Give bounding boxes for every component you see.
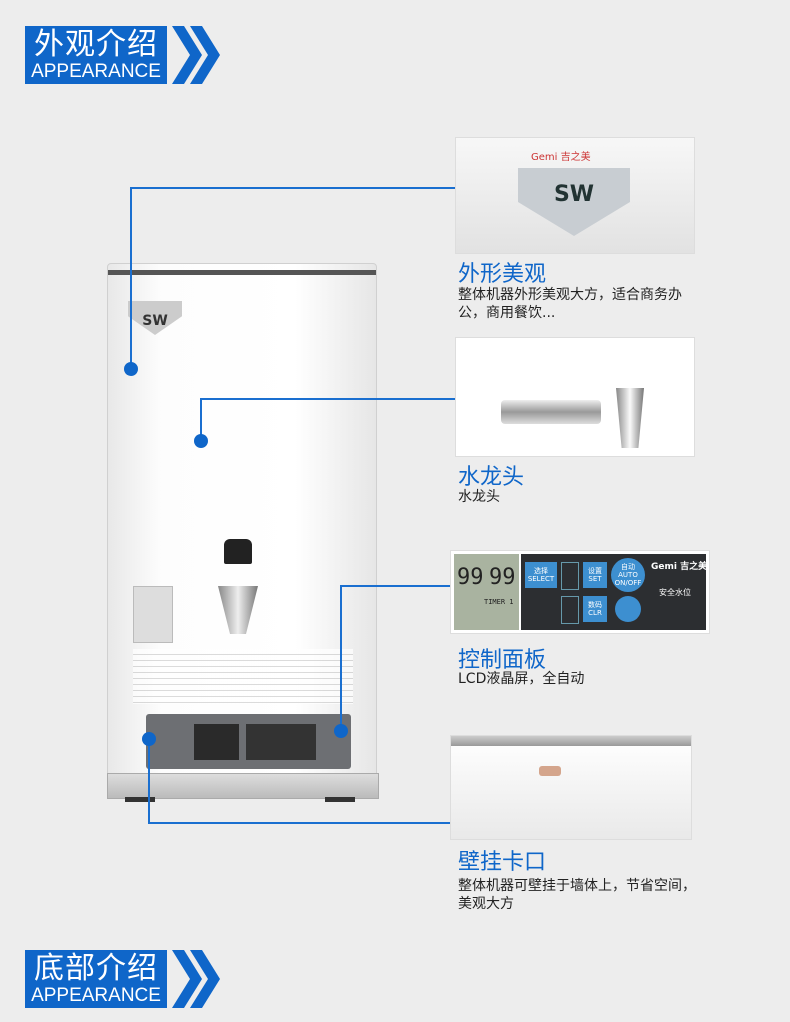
section-title-cn: 外观介绍 [34, 27, 158, 62]
feature-title: 壁挂卡口 [458, 850, 547, 875]
set-button[interactable]: 设置 SET [583, 562, 607, 588]
feature-title: 控制面板 [458, 648, 547, 673]
top-edge [451, 736, 691, 746]
auto-button[interactable]: 自动 AUTO ON/OFF [611, 558, 645, 592]
feature-desc: 整体机器可壁挂于墙体上，节省空间，美观大方 [458, 878, 696, 912]
brand-logo: SW [128, 301, 182, 335]
section-header-appearance: 外观介绍 APPEARANCE [25, 26, 167, 84]
button-panel: 选择 SELECT 设置 SET 自动 AUTO ON/OFF 数码 CLR G… [521, 554, 708, 630]
control-panel [146, 714, 351, 769]
feature-desc: 水龙头 [458, 489, 500, 505]
lcd-screen [194, 724, 239, 760]
lcd-current-temp: 99 [489, 565, 516, 590]
callout-dot-faucet [194, 434, 208, 448]
lcd-set-temp: 99 [457, 565, 484, 590]
double-chevron-icon [172, 950, 220, 1008]
logo-mark: SW [142, 313, 168, 329]
photo-control-panel: 99 99 TIMER 1 选择 SELECT 设置 SET 自动 AUTO O… [450, 550, 710, 634]
callout-dot-mount [142, 732, 156, 746]
section-title-en: APPEARANCE [31, 61, 161, 82]
button-area [246, 724, 316, 760]
feature-desc: LCD液晶屏，全自动 [458, 671, 585, 687]
clr-button[interactable]: 数码 CLR [583, 596, 607, 622]
safety-water-level: 安全水位 [659, 588, 691, 597]
manual-button[interactable] [615, 596, 641, 622]
section-header-bottom: 底部介绍 APPEARANCE [25, 950, 167, 1008]
faucet-handle [224, 539, 252, 564]
top-trim [108, 270, 376, 275]
base [107, 773, 379, 799]
select-button[interactable]: 选择 SELECT [525, 562, 557, 588]
lcd-display: 99 99 TIMER 1 [454, 554, 519, 630]
warning-label [133, 586, 173, 643]
logo-brand: Gemi 吉之美 [531, 152, 591, 163]
faucet-spout [616, 388, 644, 448]
callout-dot-exterior [124, 362, 138, 376]
callout-dot-panel [334, 724, 348, 738]
feature-desc: 整体机器外形美观大方，适合商务办公，商用餐饮... [458, 287, 682, 321]
instruction-text [133, 649, 353, 704]
photo-wall-mount [450, 735, 692, 840]
foot-right [325, 797, 355, 802]
mount-slot [539, 766, 561, 776]
logo-closeup: SW [518, 168, 630, 236]
photo-faucet [455, 337, 695, 457]
section-title-cn: 底部介绍 [34, 951, 158, 986]
lcd-timer: TIMER 1 [484, 598, 514, 606]
section-title-en: APPEARANCE [31, 985, 161, 1006]
water-boiler-body: SW [107, 263, 377, 775]
double-chevron-icon [172, 26, 220, 84]
logo-mark-large: SW [553, 182, 595, 207]
faucet-pipe [501, 400, 601, 424]
panel-brand: Gemi 吉之美 [651, 562, 708, 572]
faucet [218, 586, 258, 634]
feature-title: 水龙头 [458, 465, 525, 490]
down-button[interactable] [561, 596, 579, 624]
up-button[interactable] [561, 562, 579, 590]
foot-left [125, 797, 155, 802]
photo-logo-closeup: SW Gemi 吉之美 [455, 137, 695, 254]
feature-title: 外形美观 [458, 262, 547, 287]
